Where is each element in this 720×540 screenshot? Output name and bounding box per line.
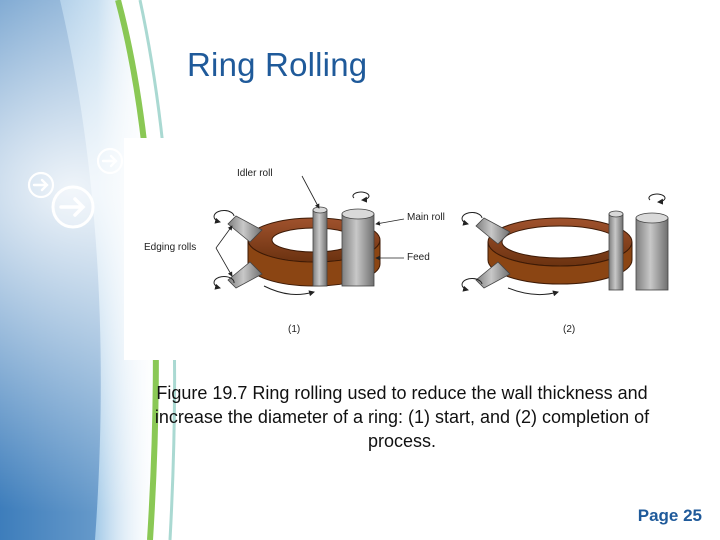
page-number: Page 25 bbox=[637, 506, 702, 525]
label-feed: Feed bbox=[407, 252, 430, 263]
label-idler-roll: Idler roll bbox=[237, 168, 273, 179]
label-edging-rolls: Edging rolls bbox=[144, 242, 197, 253]
ring-rolling-figure: Idler roll Main roll Edging rolls Feed (… bbox=[124, 138, 702, 360]
arrow-circle-icon bbox=[51, 185, 95, 229]
ring-rolling-diagram bbox=[213, 175, 669, 297]
stage-1-diagram bbox=[213, 175, 405, 297]
arrow-circle-icon bbox=[27, 171, 55, 199]
label-main-roll: Main roll bbox=[407, 212, 445, 223]
label-stage-2: (2) bbox=[563, 324, 576, 335]
arrow-circle-icon bbox=[96, 147, 124, 175]
stage-2-diagram bbox=[461, 193, 669, 297]
slide-title: Ring Rolling bbox=[187, 46, 368, 83]
label-stage-1: (1) bbox=[288, 324, 301, 335]
figure-caption: Figure 19.7 Ring rolling used to reduce … bbox=[154, 383, 650, 451]
